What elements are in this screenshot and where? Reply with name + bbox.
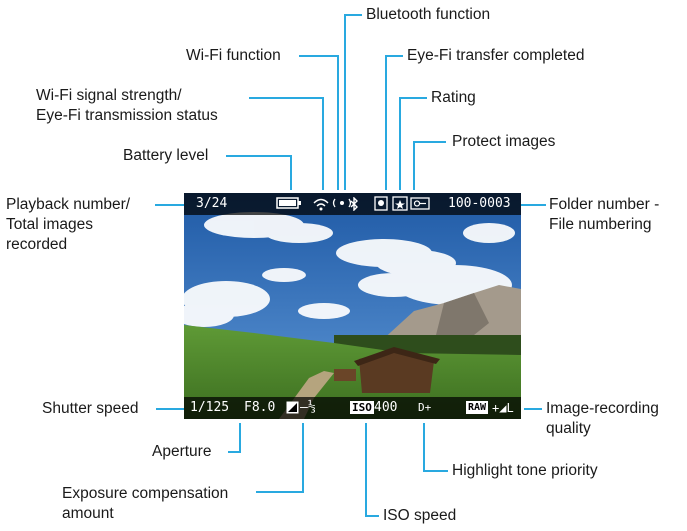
- iso-value: 400: [374, 400, 398, 415]
- playback-bottom-bar: 1/125 F8.0 –⅓ ISO 400 D+ RAW +◢L: [184, 397, 521, 419]
- raw-badge: RAW: [466, 401, 489, 414]
- exposure-comp-value: –⅓: [300, 400, 316, 415]
- leader-highlight: [423, 423, 448, 472]
- landscape-photo: [184, 193, 521, 419]
- file-number: 100-0003: [448, 196, 511, 211]
- playback-number: 3/24: [196, 196, 228, 211]
- label-playback-line2: Total images: [6, 216, 94, 233]
- label-wifi-signal-strength: Wi-Fi signal strength/ Eye-Fi transmissi…: [36, 86, 218, 126]
- bluetooth-icon: [349, 196, 359, 215]
- leader-wifi-function: [299, 55, 339, 190]
- eyefi-transfer-icon: [374, 196, 388, 215]
- leader-bluetooth: [344, 14, 362, 190]
- leader-eyefi-completed: [385, 55, 403, 190]
- protect-icon: [410, 196, 430, 215]
- label-folder-number: Folder number - File numbering: [549, 195, 659, 235]
- label-battery-level: Battery level: [123, 147, 209, 164]
- leader-wifi-signal: [249, 97, 324, 190]
- leader-aperture: [228, 423, 241, 453]
- iso-badge: ISO: [350, 401, 374, 414]
- quality-suffix: +◢L: [492, 401, 514, 415]
- label-rating: Rating: [431, 89, 476, 106]
- label-bluetooth-function: Bluetooth function: [366, 6, 491, 23]
- label-protect-images: Protect images: [452, 133, 556, 150]
- label-playback-number: Playback number/ Total images recorded: [6, 195, 130, 255]
- label-shutter-speed: Shutter speed: [42, 400, 139, 417]
- playback-top-bar: 3/24 100-0003: [184, 193, 521, 215]
- leader-exposure: [256, 423, 304, 493]
- exposure-comp-icon: [286, 401, 299, 418]
- wifi-function-icon: [332, 196, 352, 216]
- camera-lcd-screen: 3/24 100-0003 1/125 F8.0 –⅓ ISO 4: [184, 193, 521, 419]
- huts: [334, 347, 440, 393]
- label-exposure-line1: Exposure compensation: [62, 485, 229, 502]
- label-wifi-signal-line1: Wi-Fi signal strength/: [36, 87, 182, 104]
- highlight-tone-priority-value: D+: [418, 401, 432, 414]
- label-playback-line1: Playback number/: [6, 196, 131, 213]
- aperture-value: F8.0: [244, 400, 276, 415]
- label-exposure-line2: amount: [62, 505, 114, 522]
- label-wifi-function: Wi-Fi function: [186, 47, 281, 64]
- label-aperture: Aperture: [152, 443, 212, 460]
- leader-rating: [399, 97, 427, 190]
- leader-battery: [226, 155, 292, 190]
- leader-protect: [413, 141, 446, 190]
- wifi-signal-icon: [312, 196, 330, 216]
- label-playback-line3: recorded: [6, 236, 68, 253]
- mountain-shadow: [434, 293, 489, 343]
- rating-icon: [392, 196, 408, 215]
- leader-iso: [365, 423, 379, 517]
- label-folder-line1: Folder number -: [549, 196, 660, 213]
- label-folder-line2: File numbering: [549, 216, 652, 233]
- label-iso-speed: ISO speed: [383, 507, 457, 524]
- label-exposure-compensation: Exposure compensation amount: [62, 484, 228, 524]
- shutter-speed-value: 1/125: [190, 400, 230, 415]
- label-image-quality-line1: Image-recording: [546, 400, 659, 417]
- label-wifi-signal-line2: Eye-Fi transmission status: [36, 107, 218, 124]
- label-image-quality-line2: quality: [546, 420, 591, 437]
- label-image-recording-quality: Image-recording quality: [546, 399, 659, 439]
- battery-icon: [276, 196, 302, 214]
- label-eyefi-transfer-completed: Eye-Fi transfer completed: [407, 47, 585, 64]
- label-highlight-tone-priority: Highlight tone priority: [452, 462, 598, 479]
